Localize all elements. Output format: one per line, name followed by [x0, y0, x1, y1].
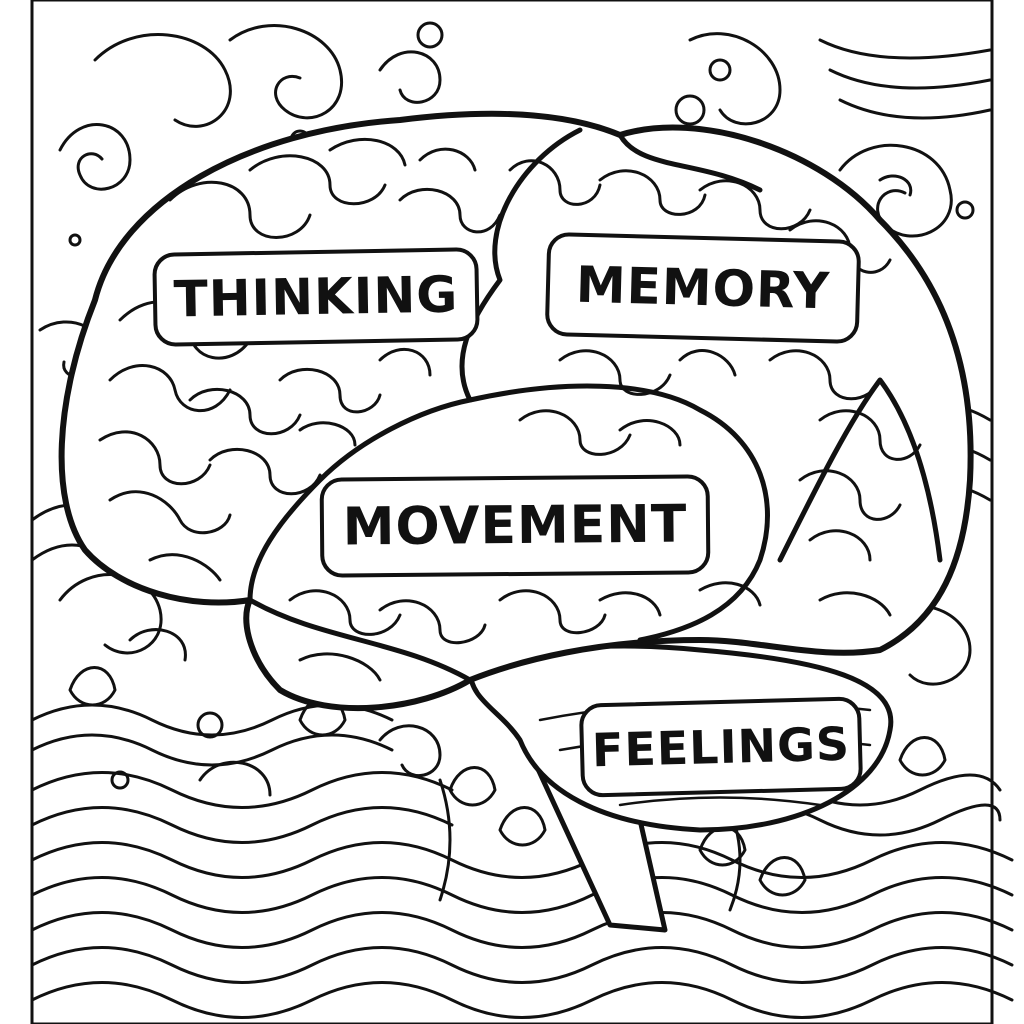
brain-folds	[98, 137, 922, 682]
label-thinking: THINKING	[152, 247, 480, 347]
label-feelings: FEELINGS	[578, 696, 864, 798]
label-memory: MEMORY	[544, 231, 862, 345]
label-movement: MOVEMENT	[319, 474, 711, 578]
background-waves	[30, 38, 1014, 1019]
page-border	[30, 0, 994, 1024]
